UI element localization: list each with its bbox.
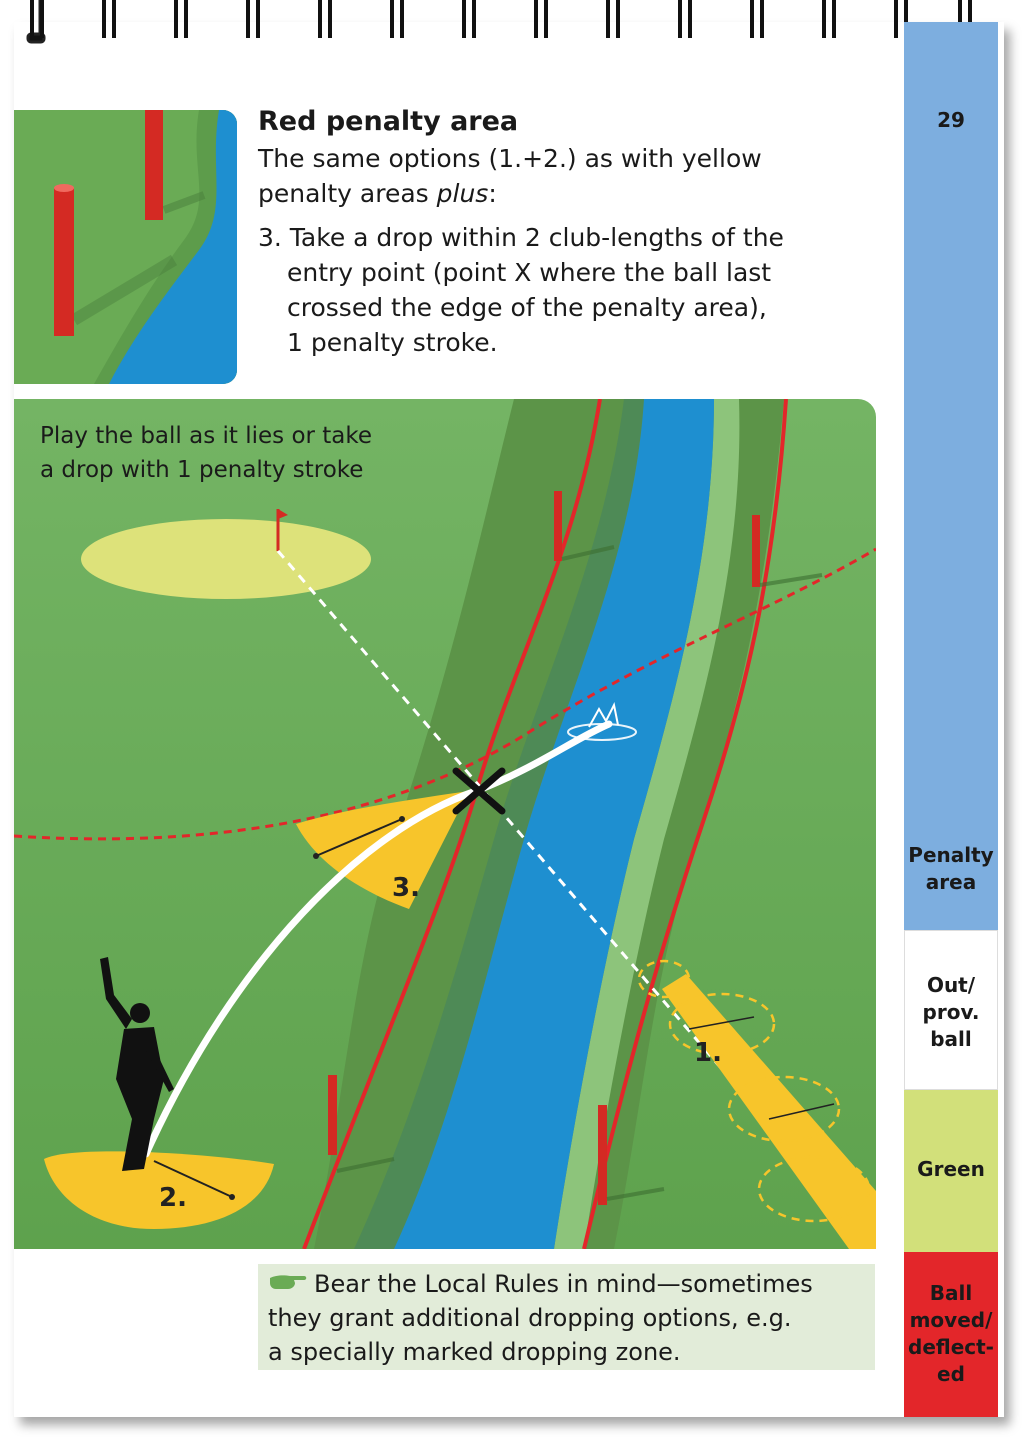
diagram-caption: Play the ball as it lies or take a drop …: [40, 423, 373, 483]
local-rules-note: [258, 1264, 875, 1370]
body-line-option-3: 3. Take a drop within 2 club-lengths of …: [258, 223, 784, 252]
body-line: penalty areas plus:: [258, 179, 497, 208]
golfer-silhouette: [100, 957, 174, 1171]
tab-out-prov-ball[interactable]: Out/prov.ball: [904, 930, 998, 1090]
note-text: Bear the Local Rules in mind—sometimes t…: [268, 1270, 813, 1366]
marker-1: 1.: [694, 1038, 722, 1068]
emphasis-plus: plus: [436, 179, 489, 208]
marker-2: 2.: [159, 1183, 187, 1213]
penalty-boundary-right: [582, 399, 788, 1249]
page-number: 29: [937, 108, 965, 132]
section-heading: Red penalty area: [258, 106, 519, 137]
penalty-stakes-thumbnail: [14, 110, 237, 384]
marker-3: 3.: [392, 873, 420, 903]
body-line: entry point (point X where the ball last: [287, 258, 772, 287]
penalty-area-diagram: 3. 2. 1.: [14, 399, 876, 1249]
putting-green: [81, 519, 371, 599]
ball-flight-path: [142, 720, 613, 1158]
section-body: The same options (1.+2.) as with yellow …: [258, 141, 858, 360]
body-line: The same options (1.+2.) as with yellow: [258, 144, 762, 173]
spiral-binding: [26, 0, 972, 44]
body-line: crossed the edge of the penalty area),: [287, 293, 767, 322]
entry-point-x: [452, 767, 506, 815]
tab-green[interactable]: Green: [904, 1090, 998, 1252]
body-line: 1 penalty stroke.: [287, 328, 498, 357]
water-hazard: [394, 399, 714, 1249]
pointing-hand-icon: [270, 1275, 307, 1289]
